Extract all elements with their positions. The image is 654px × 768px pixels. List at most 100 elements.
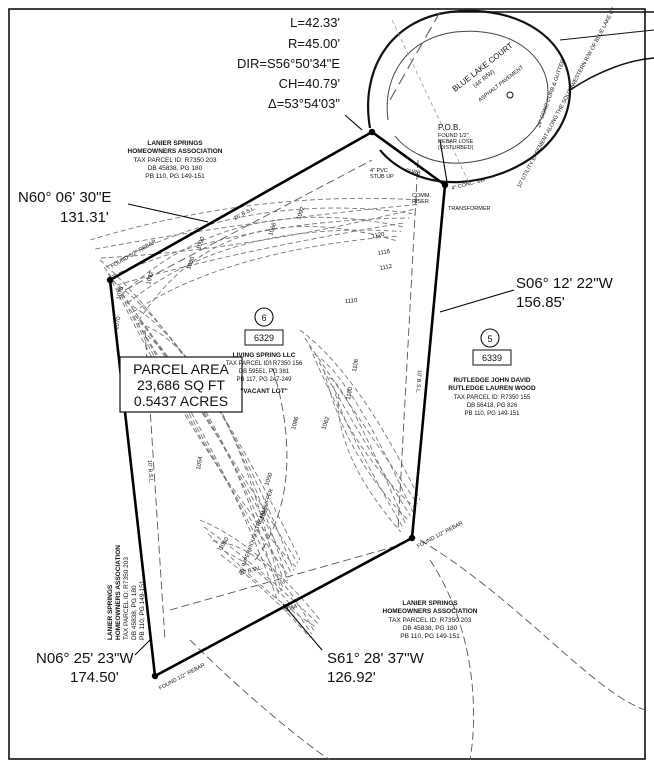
bsl-west: 10' B.S.L.	[146, 460, 154, 485]
hoa-west-name-2: HOMEOWNERS ASSOCIATION	[115, 545, 122, 640]
contour-label: 1110	[345, 298, 359, 305]
lot-6-number: 6	[261, 313, 266, 323]
corner-sw	[151, 672, 159, 680]
lot-6-parcel: 6329	[254, 333, 274, 343]
west-bearing: N06° 25' 23"W	[36, 650, 134, 667]
contour-label: 1072	[146, 270, 155, 285]
conc-label: 4" CONC. SW	[451, 177, 487, 192]
contour-line	[89, 197, 421, 241]
contour-label: 1066	[268, 221, 278, 236]
lot-5: 5 6339 RUTLEDGE JOHN DAVID RUTLEDGE LAUR…	[448, 334, 536, 417]
hoa-west-db: DB 45838, PG 180	[131, 585, 138, 640]
lot-6-tag-box	[244, 329, 284, 346]
contour-label: 1120	[371, 232, 385, 240]
contour-label: 1076	[116, 285, 125, 300]
contour-line	[133, 315, 284, 589]
corner-n	[368, 128, 376, 136]
contour-label: 1080	[186, 255, 196, 270]
contour-label: 1112	[379, 264, 393, 272]
contour-label: 1100	[346, 386, 354, 400]
north-distance: 131.31'	[60, 209, 109, 226]
contour-line	[314, 353, 414, 513]
lot-5-owner-1: RUTLEDGE JOHN DAVID	[453, 377, 530, 384]
contour-label: 1106	[352, 358, 360, 372]
curve-delta: Δ=53°54'03"	[268, 96, 340, 111]
pob-note-1: FOUND 1/2"	[438, 133, 469, 139]
hoa-north-tax: TAX PARCEL ID: R7350 203	[134, 157, 217, 164]
hoa-west-pb: PB 110, PG 149-151	[139, 580, 146, 640]
contour-line	[132, 235, 399, 313]
lot-5-db: DB 56418, PG 826	[467, 403, 518, 409]
lot-5-number: 5	[487, 334, 492, 344]
contour-label: 1092	[296, 205, 306, 220]
contour-line	[216, 547, 312, 635]
rebar-se-label: FOUND 1/2" REBAR	[416, 520, 464, 549]
lot-5-owner-2: RUTLEDGE LAUREN WOOD	[448, 385, 536, 392]
lot-6-tax: TAX PARCEL ID: R7350 156	[226, 361, 303, 367]
hoa-west-name-1: LANIER SPRINGS	[107, 584, 114, 640]
parcel-area-box	[119, 356, 243, 413]
south-distance: 126.92'	[327, 669, 376, 686]
pob-label: P.O.B.	[438, 123, 461, 132]
contour-line	[141, 329, 280, 596]
lot-5-parcel: 6339	[482, 353, 502, 363]
curve-radius: R=45.00'	[288, 36, 340, 51]
lot-6-status: "VACANT LOT"	[240, 388, 288, 395]
lot-5-circle	[480, 328, 500, 348]
hoa-north-name-2: HOMEOWNERS ASSOCIATION	[128, 148, 223, 155]
hoa-north-db: DB 45838, PG 180	[148, 165, 203, 172]
contour-line	[111, 217, 410, 277]
contour-label: 1082	[259, 506, 270, 521]
contour-line	[127, 229, 402, 304]
curb-note: 24" CONC CURB & GUTTER	[536, 59, 566, 129]
hoa-north-name-1: LANIER SPRINGS	[147, 140, 203, 147]
pvc-label: 4" PVC	[370, 168, 388, 174]
parcel-area: PARCEL AREA 23,686 SQ FT 0.5437 ACRES	[133, 361, 229, 409]
contour-label: 1064	[284, 603, 299, 613]
hoa-south-db: DB 45838, PG 180	[403, 625, 458, 632]
contour-line	[120, 294, 290, 578]
curve-chord: CH=40.79'	[279, 76, 340, 91]
lot-6: 6 6329 LIVING SPRING LLC TAX PARCEL ID: …	[226, 313, 303, 395]
curb-label: CURB	[405, 168, 422, 177]
parcel-boundary	[108, 130, 447, 678]
hoa-west: LANIER SPRINGS HOMEOWNERS ASSOCIATION TA…	[107, 545, 146, 640]
riser-label: RISER	[412, 199, 429, 205]
contour-line	[203, 526, 319, 624]
rebar-sw-label: FOUND 1/2" REBAR	[158, 662, 206, 691]
contour-line	[220, 554, 310, 638]
east-distance: 156.85'	[516, 294, 565, 311]
contour-line	[208, 533, 317, 628]
contour-label: 1116	[377, 249, 391, 257]
contour-line	[309, 345, 416, 509]
parcel-area-sqft: 23,686 SQ FT	[137, 377, 225, 393]
north-bearing: N60° 06' 30"E	[18, 189, 111, 206]
corner-nw	[106, 276, 114, 284]
curve-table: L=42.33' R=45.00' DIR=S56°50'34"E CH=40.…	[237, 15, 340, 111]
hoa-north-pb: PB 110, PG 149-151	[145, 173, 205, 180]
transformer-label: TRANSFORMER	[448, 206, 491, 212]
hoa-north: LANIER SPRINGS HOMEOWNERS ASSOCIATION TA…	[128, 140, 223, 180]
contour-line	[107, 273, 297, 568]
street-name: BLUE LAKE COURT	[451, 41, 515, 94]
contour-line	[323, 369, 409, 521]
parcel-area-acres: 0.5437 ACRES	[134, 393, 228, 409]
contour-line	[138, 225, 396, 322]
pob-note-2: REBAR LOSE	[438, 139, 473, 145]
bsl-east: 10' B.S.L.	[414, 370, 422, 395]
lot-5-pb: PB 110, PG 149-151	[465, 411, 521, 417]
corner-se	[408, 534, 416, 542]
lot-5-tax: TAX PARCEL ID: R7350 155	[454, 395, 531, 401]
easement-note: 10' UTILITY EASEMENT ALONG THE SOUTHWEST…	[516, 6, 617, 189]
hoa-south-name-2: HOMEOWNERS ASSOCIATION	[383, 608, 478, 615]
lot-6-owner: LIVING SPRING LLC	[233, 352, 296, 359]
contour-label: 1054	[196, 456, 204, 471]
contour-line	[112, 280, 295, 571]
contour-label: 1050	[264, 471, 274, 486]
contour-label: 1070	[114, 316, 122, 331]
leader-lines	[127, 114, 515, 656]
contour-line	[116, 287, 293, 575]
stub-label: STUB UP	[370, 174, 394, 180]
hoa-west-tax: TAX PARCEL ID: R7350 203	[123, 557, 130, 640]
curve-direction: DIR=S56°50'34"E	[237, 56, 340, 71]
